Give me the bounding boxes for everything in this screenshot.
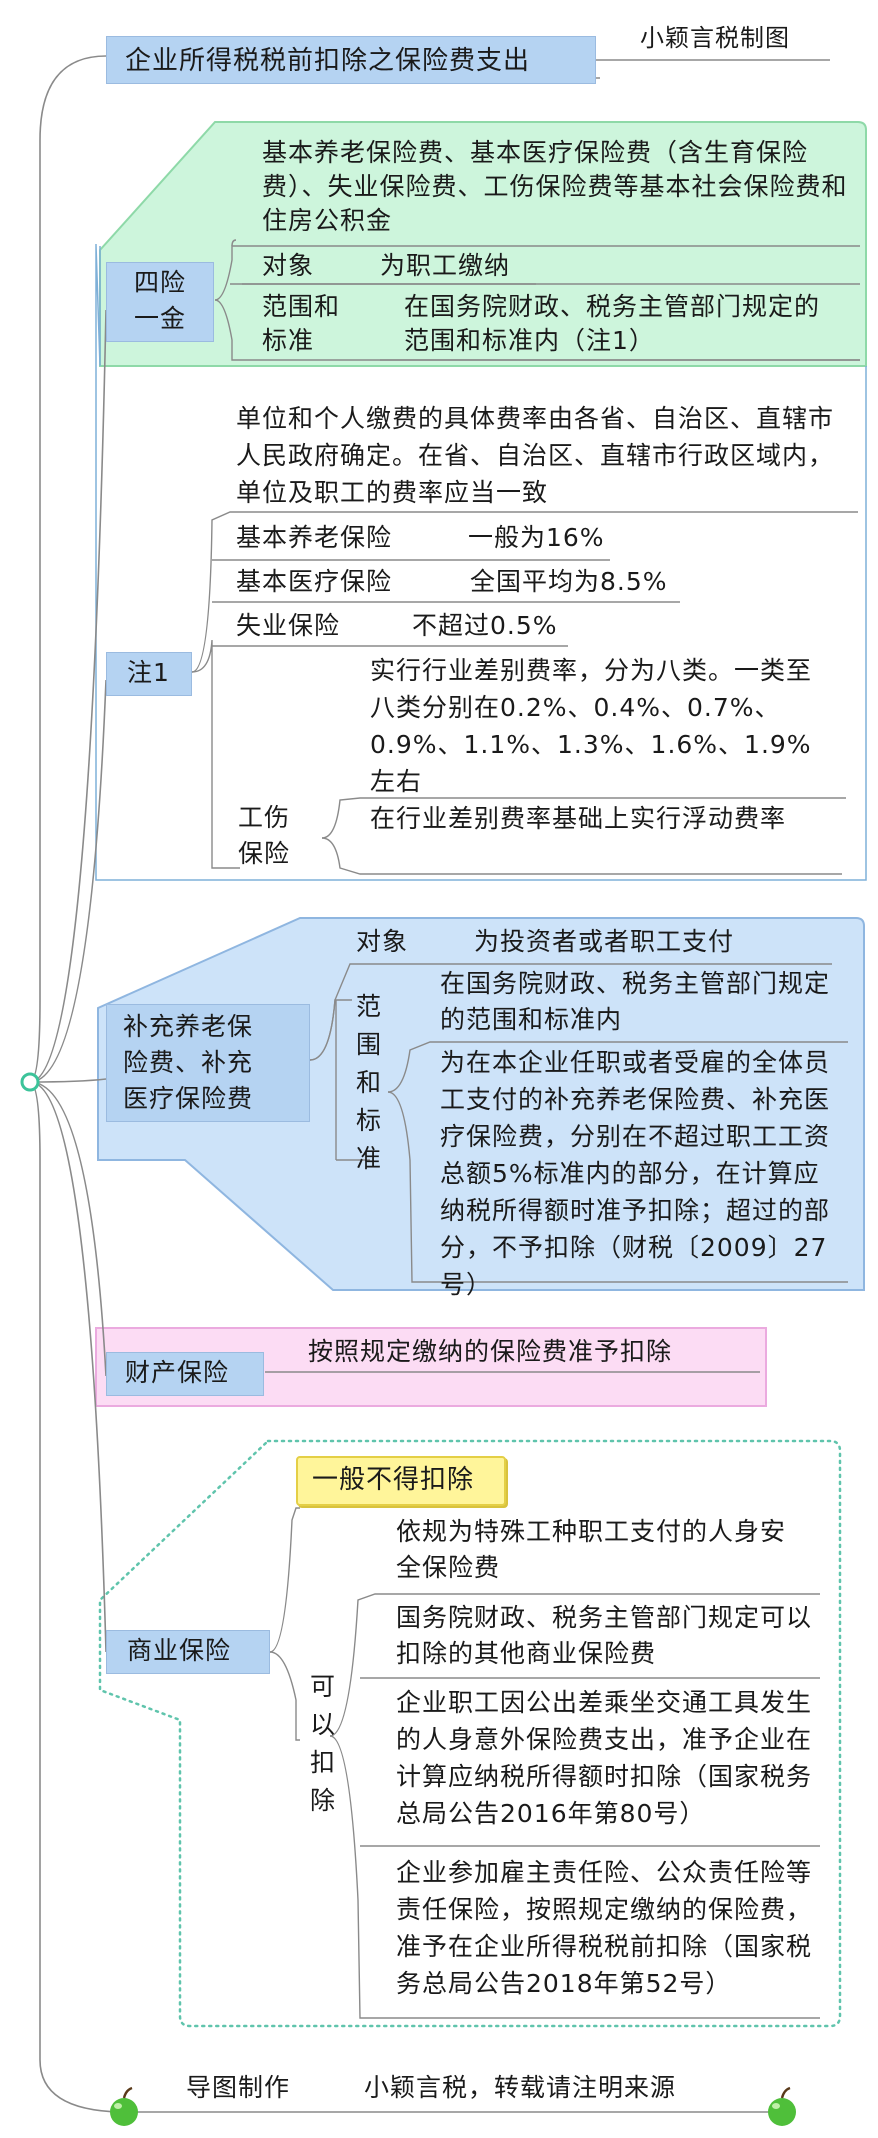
note1-medical-label: 基本医疗保险 [236,567,393,596]
note1-unemployment-label: 失业保险 [236,611,341,640]
supp-scope-value2: 为在本企业任职或者受雇的全体员工支付的补充养老保险费、补充医疗保险费，分别在不超… [440,1048,831,1299]
note1-frame [95,244,867,881]
not-deductible-text: 一般不得扣除 [312,1465,475,1495]
apple-icon-right [768,2086,796,2126]
sixian-scope-value: 在国务院财政、税务主管部门规定的范围和标准内（注1） [404,292,821,355]
commercial-item-1: 依规为特殊工种职工支付的人身安全保险费 [396,1517,787,1582]
sixian-scope-label: 范围和 标准 [262,292,341,355]
commercial-wavy-border [98,1439,842,2028]
supp-object-value: 为投资者或者职工支付 [474,927,735,956]
note1-label: 注1 [106,652,192,696]
note1-injury-value1: 实行行业差别费率，分为八类。一类至八类分别在0.2%、0.4%、0.7%、0.9… [370,656,813,796]
not-deductible-highlight [296,1456,506,1506]
supp-scope-value1: 在国务院财政、税务主管部门规定的范围和标准内 [440,969,831,1034]
property-value: 按照规定缴纳的保险费准予扣除 [308,1337,673,1366]
sixian-desc: 基本养老保险费、基本医疗保险费（含生育保险费）、失业保险费、工伤保险费等基本社会… [262,138,848,235]
root-node [20,1072,40,1092]
note1-injury-label: 工伤 保险 [238,803,291,868]
supp-object-label: 对象 [356,927,409,956]
page-title: 企业所得税税前扣除之保险费支出 [106,36,596,84]
note1-pension-label: 基本养老保险 [236,523,393,552]
credit-text: 小颖言税制图 [640,24,790,52]
apple-icon-left [110,2086,138,2126]
footer-label: 导图制作 [186,2073,291,2102]
commercial-item-2: 国务院财政、税务主管部门规定可以扣除的其他商业保险费 [396,1603,813,1668]
commercial-item-4: 企业参加雇主责任险、公众责任险等责任保险，按照规定缴纳的保险费，准予在企业所得税… [396,1858,813,1998]
footer-text: 小颖言税，转载请注明来源 [364,2073,677,2102]
sixian-label: 四险 一金 [106,262,214,342]
note1-injury-value2: 在行业差别费率基础上实行浮动费率 [370,804,787,833]
sixian-object-value: 为职工缴纳 [380,251,511,280]
commercial-deductible-label: 可 以 扣 除 [310,1672,337,1815]
note1-medical-value: 全国平均为8.5% [470,567,668,596]
commercial-label: 商业保险 [106,1630,270,1674]
property-label: 财产保险 [106,1352,264,1396]
commercial-item-3: 企业职工因公出差乘坐交通工具发生的人身意外保险费支出，准予企业在计算应纳税所得额… [396,1688,813,1828]
note1-unemployment-value: 不超过0.5% [412,611,558,640]
sixian-panel-shape [99,121,867,367]
sixian-object-label: 对象 [262,251,315,280]
note1-pension-value: 一般为16% [468,523,605,552]
note1-desc: 单位和个人缴费的具体费率由各省、自治区、直辖市人民政府确定。在省、自治区、直辖市… [236,404,835,507]
supp-scope-label: 范 围 和 标 准 [356,992,383,1173]
supplementary-label: 补充养老保 险费、补充 医疗保险费 [106,1004,310,1122]
